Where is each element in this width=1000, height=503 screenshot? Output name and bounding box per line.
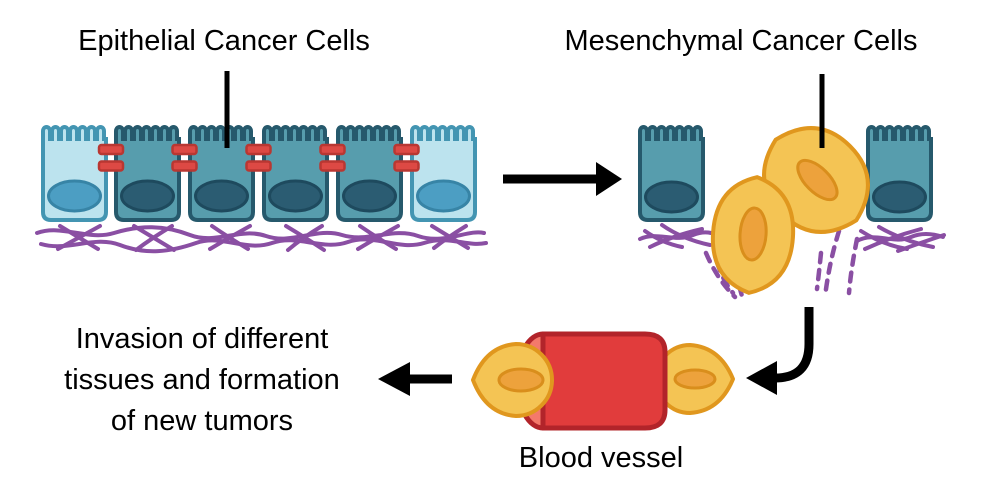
- basement-membrane-patch: [638, 223, 946, 253]
- blood-vessel-group: [471, 331, 735, 431]
- cell-nucleus: [416, 179, 471, 213]
- invasion-label-line2: tissues and formation: [64, 364, 340, 396]
- cell-nucleus: [120, 179, 175, 213]
- cell-nucleus: [268, 179, 323, 213]
- matrix-strand: [286, 224, 324, 252]
- matrix-strand: [863, 227, 923, 251]
- mesenchymal-label: Mesenchymal Cancer Cells: [564, 25, 918, 57]
- mesenchymal-cell-exiting: [654, 343, 735, 415]
- matrix-fragment: [814, 250, 824, 292]
- matrix-strand: [648, 227, 704, 249]
- blood-vessel: [540, 331, 668, 431]
- cell-nucleus: [194, 179, 249, 213]
- epithelial-label: Epithelial Cancer Cells: [78, 25, 370, 57]
- cell-nucleus: [738, 206, 768, 262]
- matrix-strand: [358, 224, 398, 251]
- invasion-label-line1: Invasion of different: [75, 323, 329, 355]
- mesenchymal-cell-entering: [471, 342, 554, 418]
- invasion-label-line3: of new tumors: [110, 405, 294, 437]
- matrix-strand: [432, 224, 468, 250]
- cell-nucleus: [47, 179, 102, 213]
- cell-nucleus: [342, 179, 397, 213]
- cell-nucleus: [644, 180, 699, 214]
- cell-nucleus: [673, 368, 717, 390]
- matrix-fragment: [703, 250, 738, 300]
- matrix-strand: [877, 225, 935, 249]
- matrix-fragment: [846, 236, 860, 296]
- matrix-fragment: [822, 228, 842, 300]
- matrix-strand: [210, 224, 250, 251]
- matrix-strand: [39, 237, 488, 254]
- mesenchymal-cell: [710, 175, 796, 295]
- arrow-left-icon: [378, 362, 452, 396]
- cell-nucleus: [497, 367, 545, 393]
- matrix-strand: [134, 224, 174, 252]
- arrow-right-icon: [503, 162, 622, 196]
- matrix-strand: [58, 224, 100, 251]
- cell-nucleus: [796, 158, 839, 202]
- degraded-membrane: [703, 228, 860, 302]
- invasion-label: Invasion of different tissues and format…: [64, 319, 340, 442]
- matrix-strand: [35, 225, 486, 241]
- cell-nucleus: [872, 180, 927, 214]
- arrow-curved-icon: [746, 307, 814, 395]
- blood-vessel-label: Blood vessel: [518, 442, 684, 474]
- matrix-strand: [896, 233, 946, 253]
- matrix-strand: [660, 223, 712, 247]
- mesenchymal-section: [638, 125, 946, 302]
- epithelial-cell-sheet: [35, 125, 488, 254]
- basement-membrane: [35, 224, 488, 254]
